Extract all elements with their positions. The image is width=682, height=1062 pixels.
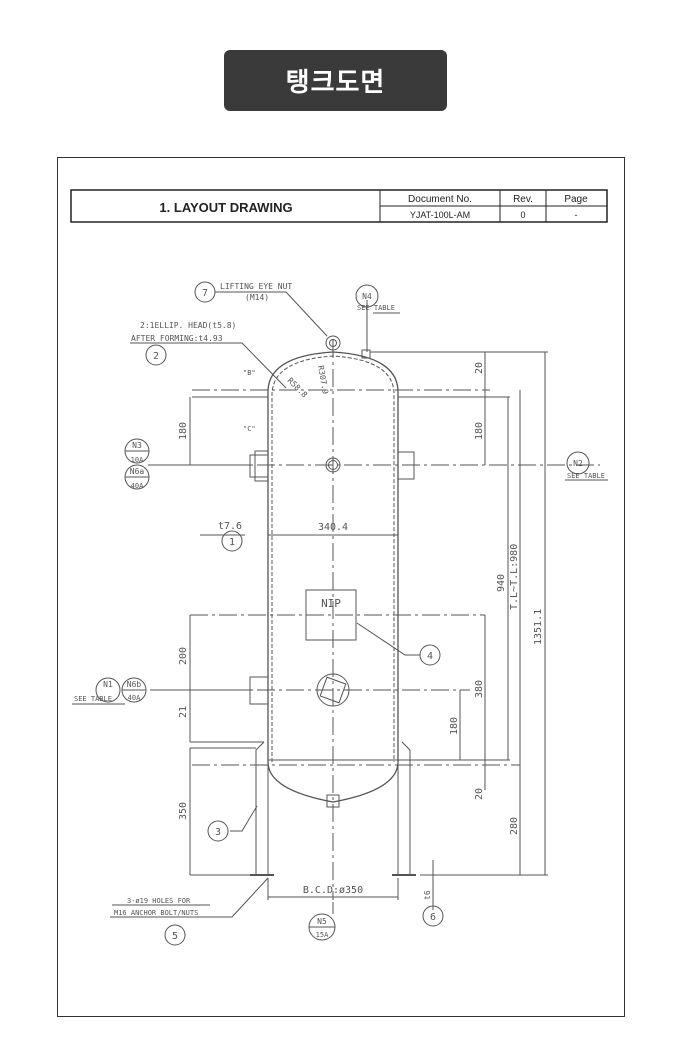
dim-left-200: 200: [178, 647, 189, 665]
dim-right-380: 380: [474, 680, 485, 698]
bolt-circle-diameter: B.C.D:ø350: [303, 885, 363, 896]
callout-7: 7: [202, 288, 208, 299]
drawing-title: 1. LAYOUT DRAWING: [159, 200, 292, 215]
page-banner-title: 탱크도면: [224, 50, 447, 111]
nozzle-n6b-sub: 40A: [128, 694, 141, 702]
page-label: Page: [564, 194, 588, 205]
dim-left-21: 21: [178, 706, 189, 718]
anchor-holes-label: 3-ø19 HOLES FOR: [127, 897, 191, 905]
nozzle-n4-sub: SEE TABLE: [357, 304, 395, 312]
dim-tl-tl: T.L~T.L:980: [509, 544, 520, 610]
nozzle-n3-sub: 10A: [131, 456, 144, 464]
nozzle-n5-id: N5: [317, 917, 327, 926]
drawing-sheet-border: [57, 157, 625, 1017]
doc-no-value: YJAT-100L-AM: [410, 210, 470, 220]
nozzle-n1-id: N1: [103, 680, 113, 689]
detail-c-label: "C": [243, 425, 256, 433]
shell-diameter: 340.4: [318, 522, 348, 533]
knuckle-radius: R58.8: [286, 376, 310, 400]
head-forming-label: AFTER FORMING:t4.93: [131, 334, 223, 343]
dim-right-180-bottom: 180: [449, 717, 460, 735]
dim-right-20-bottom: 20: [474, 788, 485, 800]
dim-right-180-top: 180: [474, 422, 485, 440]
nozzle-n6a-id: N6a: [130, 467, 145, 476]
callout-2: 2: [153, 351, 159, 362]
anchor-bolt-label: M16 ANCHOR BOLT/NUTS: [114, 909, 198, 917]
dim-right-280: 280: [509, 817, 520, 835]
base-plate-thickness: t6: [423, 890, 432, 900]
vessel-geometry: [72, 281, 608, 946]
doc-no-label: Document No.: [408, 194, 472, 205]
shell-thickness: t7.6: [218, 521, 242, 532]
nozzle-n6b-id: N6b: [127, 680, 142, 689]
nozzle-n3-id: N3: [132, 441, 142, 450]
page-value: -: [575, 210, 578, 220]
callout-3: 3: [215, 827, 221, 838]
dim-left-350: 350: [178, 802, 189, 820]
drawing-labels: 7 LIFTING EYE NUT (M14) 2 2:1ELLIP. HEAD…: [74, 282, 605, 942]
dim-overall-height: 1351.1: [533, 609, 544, 645]
nozzle-n6a-sub: 40A: [131, 482, 144, 490]
nozzle-n4-id: N4: [362, 292, 372, 301]
title-block: 1. LAYOUT DRAWING Document No. Rev. Page…: [70, 189, 608, 223]
lifting-eye-size: (M14): [245, 293, 269, 302]
dim-right-20-top: 20: [474, 362, 485, 374]
dim-right-940: 940: [496, 574, 507, 592]
detail-b-label: "B": [243, 369, 256, 377]
callout-6: 6: [430, 912, 436, 923]
dim-left-180: 180: [178, 422, 189, 440]
callout-5: 5: [172, 931, 178, 942]
nozzle-n5-sub: 15A: [316, 931, 329, 939]
nozzle-n2-sub: SEE TABLE: [567, 472, 605, 480]
nozzle-n1-sub: SEE TABLE: [74, 695, 112, 703]
head-label: 2:1ELLIP. HEAD(t5.8): [140, 321, 236, 330]
lifting-eye-label: LIFTING EYE NUT: [220, 282, 292, 291]
nozzle-n2-id: N2: [573, 459, 583, 468]
nameplate-label: NIP: [321, 597, 341, 610]
rev-value: 0: [520, 210, 525, 220]
callout-4: 4: [427, 651, 433, 662]
rev-label: Rev.: [513, 194, 533, 205]
callout-1: 1: [229, 537, 235, 548]
